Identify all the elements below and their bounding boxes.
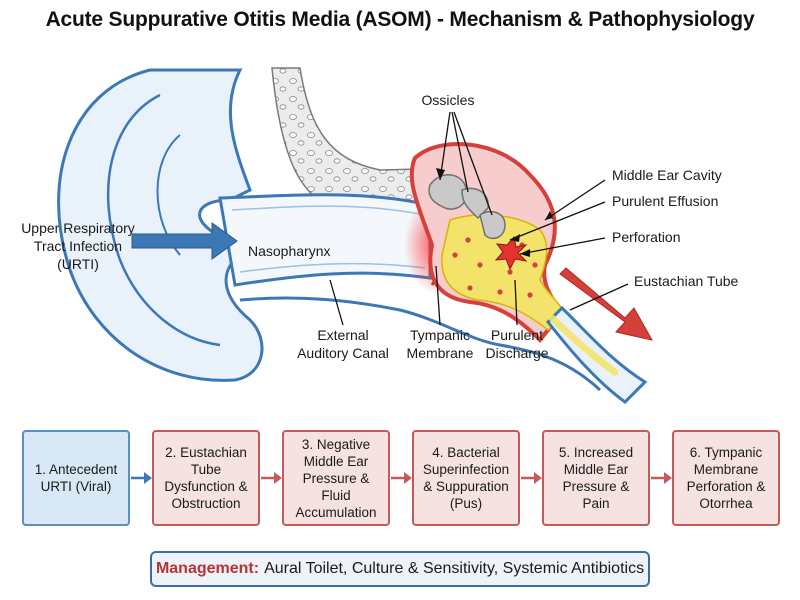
label-urti-2: Tract Infection xyxy=(34,238,122,254)
label-external-canal-2: Auditory Canal xyxy=(297,345,389,361)
flow-arrow-icon xyxy=(261,472,282,484)
flow-arrow-icon xyxy=(521,472,542,484)
management-key: Management: xyxy=(155,560,260,577)
pus-dots xyxy=(452,232,538,298)
flow-step-3: 3. Negative Middle Ear Pressure & Fluid … xyxy=(282,430,390,526)
label-discharge-2: Discharge xyxy=(485,345,548,361)
management-text: Aural Toilet, Culture & Sensitivity, Sys… xyxy=(264,560,645,577)
flow-arrow-icon xyxy=(391,472,412,484)
ear-diagram: Upper Respiratory Tract Infection (URTI)… xyxy=(21,67,739,404)
flow-step-1: 1. Antecedent URTI (Viral) xyxy=(22,430,130,526)
flow-arrow-icon xyxy=(651,472,672,484)
label-tympanic-1: Tympanic xyxy=(410,327,470,343)
flow-step-2: 2. Eustachian Tube Dysfunction & Obstruc… xyxy=(152,430,260,526)
label-urti-3: (URTI) xyxy=(57,256,99,272)
label-urti-1: Upper Respiratory xyxy=(21,220,135,236)
ossicles-icon xyxy=(428,174,506,240)
label-middle-ear-cavity: Middle Ear Cavity xyxy=(612,167,722,183)
management-box: Management: Aural Toilet, Culture & Sens… xyxy=(150,551,650,587)
flow-step-5: 5. Increased Middle Ear Pressure & Pain xyxy=(542,430,650,526)
perforation-icon xyxy=(494,235,528,271)
label-nasopharynx: Nasopharynx xyxy=(248,243,331,259)
flow-step-4: 4. Bacterial Superinfection & Suppuratio… xyxy=(412,430,520,526)
flow-arrow-icon xyxy=(131,472,152,484)
pinna-inner-fold xyxy=(106,93,221,347)
discharge-arrow xyxy=(559,267,653,341)
label-discharge-1: Purulent xyxy=(491,327,543,343)
label-purulent-effusion: Purulent Effusion xyxy=(612,193,718,209)
label-ossicles: Ossicles xyxy=(422,92,475,108)
page-title: Acute Suppurative Otitis Media (ASOM) - … xyxy=(45,8,755,31)
label-perforation: Perforation xyxy=(612,229,680,245)
label-external-canal-1: External xyxy=(317,327,368,343)
leader-lines xyxy=(329,111,629,326)
label-tympanic-2: Membrane xyxy=(407,345,474,361)
lower-outline xyxy=(239,296,602,392)
label-eustachian-tube: Eustachian Tube xyxy=(634,273,739,289)
purulent-effusion xyxy=(441,214,566,331)
flow-step-6: 6. Tympanic Membrane Perforation & Otorr… xyxy=(672,430,780,526)
pinna-outer xyxy=(57,68,264,382)
urti-arrow xyxy=(131,222,238,260)
